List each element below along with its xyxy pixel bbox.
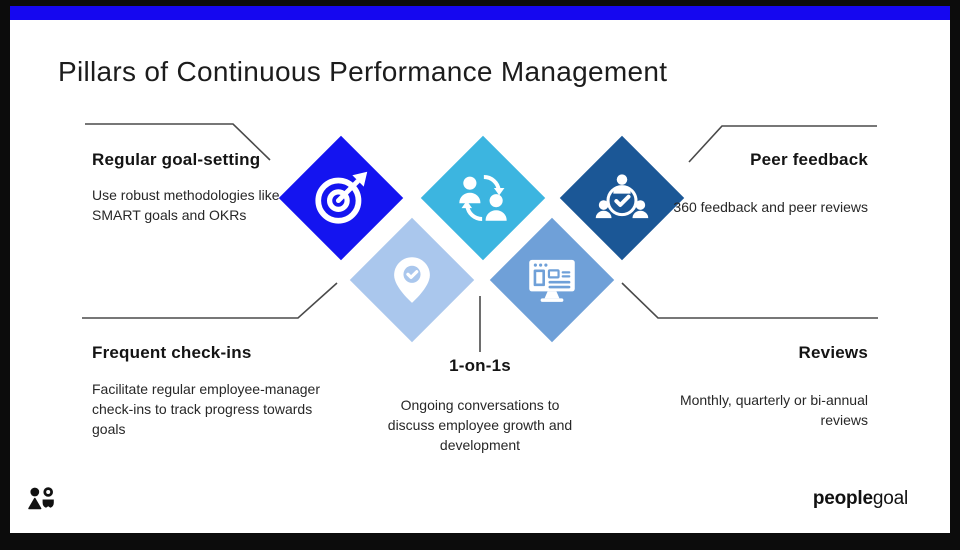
callout-check-ins: Frequent check-ins Facilitate regular em…	[92, 343, 347, 440]
goal-setting-heading: Regular goal-setting	[92, 150, 261, 169]
peer-feedback-heading: Peer feedback	[750, 150, 868, 169]
goal-setting-body: Use robust methodologies like SMART goal…	[92, 187, 280, 223]
wordmark-goal: goal	[872, 488, 908, 509]
group-check-icon	[595, 174, 649, 219]
one-on-ones-heading: 1-on-1s	[449, 356, 511, 375]
page-title: Pillars of Continuous Performance Manage…	[58, 56, 668, 87]
reviews-body: Monthly, quarterly or bi-annual reviews	[679, 392, 868, 428]
check-ins-body: Facilitate regular employee-manager chec…	[92, 381, 320, 437]
one-on-ones-body: Ongoing conversations to discuss employe…	[387, 397, 573, 453]
location-check-icon	[394, 257, 430, 303]
target-arrow-icon	[315, 171, 368, 224]
reviews-heading: Reviews	[798, 343, 868, 362]
wordmark-people: people	[812, 488, 873, 509]
accent-top-bar	[10, 6, 950, 20]
slide-canvas	[10, 6, 950, 533]
callout-goal-setting: Regular goal-setting Use robust methodol…	[92, 150, 287, 226]
check-ins-heading: Frequent check-ins	[92, 343, 252, 362]
callout-peer-feedback: Peer feedback 360 feedback and peer revi…	[658, 150, 868, 218]
peer-feedback-body: 360 feedback and peer reviews	[673, 199, 868, 215]
callout-reviews: Reviews Monthly, quarterly or bi-annual …	[658, 343, 868, 431]
callout-one-on-ones: 1-on-1s Ongoing conversations to discuss…	[380, 356, 580, 456]
peoplegoal-mark-icon	[28, 487, 55, 515]
diamond-peer-feedback	[559, 135, 685, 261]
peoplegoal-wordmark: peoplegoal	[813, 488, 908, 510]
diamond-one-on-ones	[420, 135, 546, 261]
diamond-goal-setting	[278, 135, 404, 261]
diamond-reviews	[489, 217, 615, 343]
monitor-dashboard-icon	[529, 259, 575, 302]
people-exchange-icon	[459, 175, 507, 221]
diamond-check-ins	[349, 217, 475, 343]
